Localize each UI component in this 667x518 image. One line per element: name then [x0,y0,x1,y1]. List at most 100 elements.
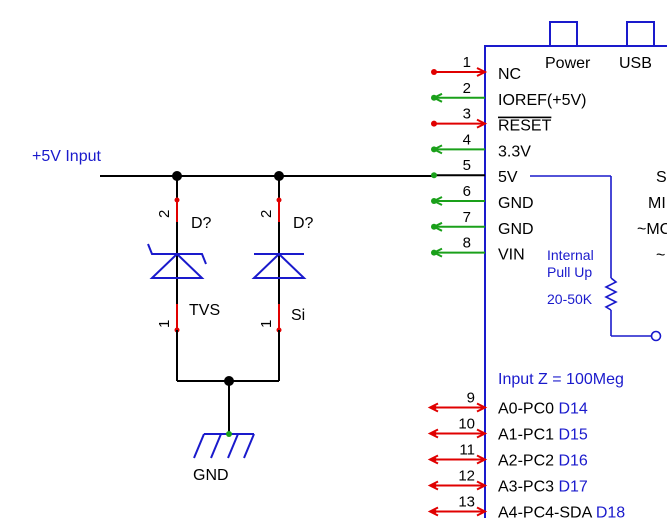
pin-number: 11 [459,442,475,459]
clipped-label: S [656,169,667,186]
pin-end-dot [431,457,437,462]
diode-reference: D? [191,215,212,232]
pin-arrow-left [427,506,439,517]
usb-label: USB [619,55,652,72]
pin-arrow [431,221,443,232]
diode-value: Si [291,307,305,324]
diode-reference: D? [293,215,314,232]
diode-anode-pin-number: 1 [258,320,275,328]
pin-arrow-left [427,480,439,491]
pin-end-dot [431,483,437,488]
pin-arrow-left [427,454,439,465]
ground-symbol [193,431,255,459]
pin-number: 8 [463,235,471,252]
pin-arrow-left [427,402,439,413]
pin-function: A2-PC2 [498,453,558,470]
pin-label: A1-PC1 D15 [498,427,588,444]
power-jack-symbol [549,21,578,46]
zener-bar [147,243,207,265]
clipped-label: ~ [656,247,665,264]
power-label: Power [545,55,591,72]
pin-number: 13 [458,494,475,511]
pin-end-dot [174,197,180,203]
input-impedance-note: Input Z = 100Meg [498,371,624,388]
pin-label: VIN [498,247,525,264]
pin-number: 2 [463,80,471,97]
pullup-terminal [650,330,662,342]
clipped-label: MI [648,195,666,212]
diode-triangle [149,252,205,279]
pin-arrow [431,92,443,103]
pin-function: A3-PC3 [498,479,558,496]
pin-arrow [431,144,443,155]
diode-cathode-pin-number: 2 [156,210,173,218]
pin-label: NC [498,66,521,83]
pin-arrow-right [476,402,488,413]
pin-end-dot [431,120,437,127]
pin-arrow [431,196,443,206]
pin-number: 1 [463,54,471,71]
pin-arrow-right [476,480,488,491]
pin-number: 7 [463,209,471,226]
pin-function: A4-PC4-SDA [498,505,596,518]
pullup-value: 20-50K [547,291,593,307]
ground-label: GND [193,467,229,484]
header-pin-row: 43.3V [431,131,531,160]
pullup-note-line-2: Pull Up [547,264,592,280]
pin-function: A1-PC1 [498,427,558,444]
pin-arrow [431,247,443,258]
pin-digital-alias: D16 [558,453,587,470]
pin-number: 6 [463,183,471,200]
pin-end-dot [431,69,437,75]
pin-label: GND [498,221,534,238]
pin-digital-alias: D14 [558,401,587,418]
pin-number: 12 [458,468,475,485]
pin-number: 3 [463,106,471,123]
header-pin-row: 1NC [431,54,521,83]
diode-tvs: 2 1 D? TVS [147,176,220,381]
pin-digital-alias: D17 [558,479,587,496]
pin-label: GND [498,195,534,212]
pin-number: 9 [467,390,475,407]
clipped-label: ~MC [637,221,667,238]
pin-label: A3-PC3 D17 [498,479,588,496]
pin-arrow-left [427,428,439,439]
internal-pullup [530,175,662,342]
usb-jack-symbol [626,21,655,46]
pullup-note-line-1: Internal [547,247,594,263]
pin-number: 4 [463,131,471,148]
pin-label: IOREF(+5V) [498,92,586,109]
pin-end-dot [276,197,282,203]
pin-label: 5V [498,169,518,186]
pin-arrow [476,67,488,77]
diode-anode-pin-number: 1 [156,320,173,328]
pin-number: 5 [463,157,471,174]
diode-cathode-pin-number: 2 [258,210,275,218]
pin-arrow-right [476,454,488,465]
header-pin-row: 5 5V [431,157,518,186]
input-net-label: +5V Input [32,148,102,165]
resistor-zigzag [604,277,618,311]
pin-end-dot [431,405,437,410]
diode-triangle [251,252,307,279]
pin-label: A2-PC2 D16 [498,453,588,470]
pin-arrow [476,118,488,129]
pin-arrow-right [476,506,488,517]
diode-si: 2 1 D? Si [251,176,314,381]
pin-end-dot [431,172,437,179]
pin-label: A0-PC0 D14 [498,401,588,418]
pin-number: 10 [458,416,475,433]
pin-digital-alias: D18 [596,505,625,518]
pin-label: A4-PC4-SDA D18 [498,505,625,518]
